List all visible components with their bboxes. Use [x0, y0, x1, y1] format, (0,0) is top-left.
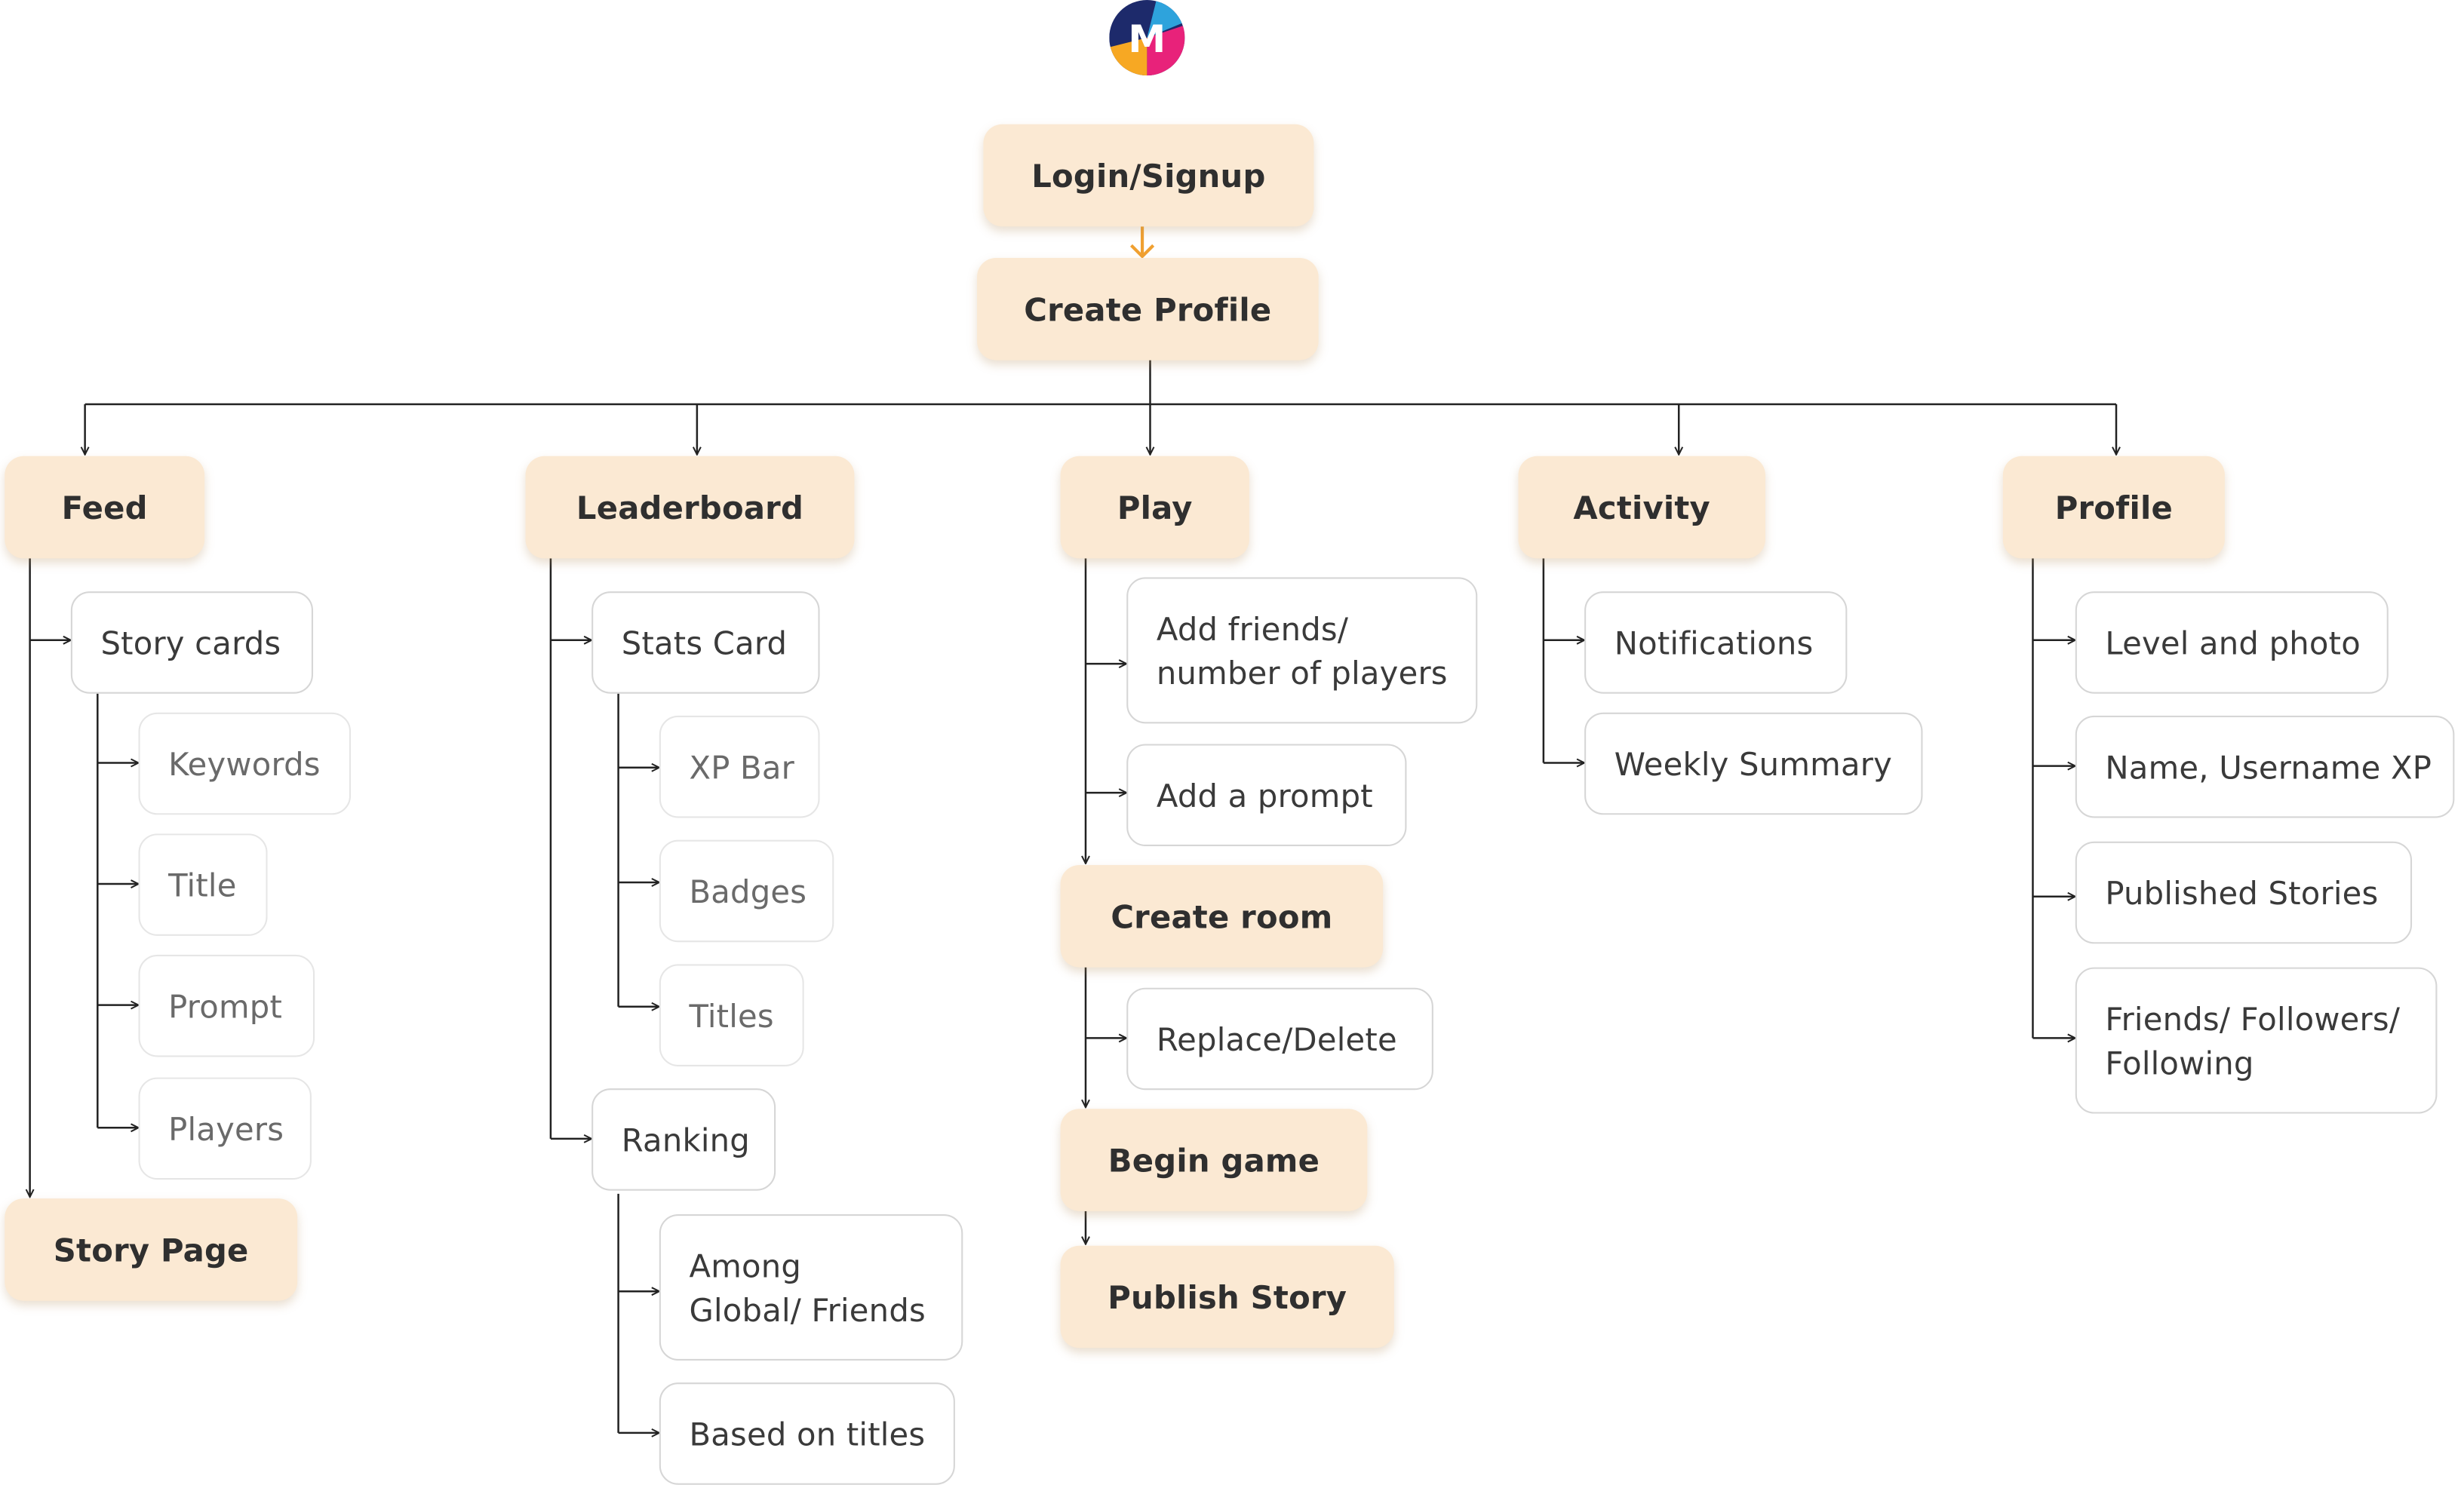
node-add-prompt: Add a prompt [1126, 744, 1407, 846]
node-add-friends: Add friends/ number of players [1126, 577, 1478, 724]
node-story-cards: Story cards [70, 591, 314, 694]
node-play: Play [1060, 456, 1249, 559]
node-activity: Activity [1518, 456, 1765, 559]
node-create-profile: Create Profile [977, 258, 1319, 361]
node-publish-story: Publish Story [1060, 1245, 1394, 1348]
node-leaderboard: Leaderboard [525, 456, 855, 559]
node-among-global-friends: Among Global/ Friends [659, 1214, 963, 1361]
node-published-stories: Published Stories [2075, 841, 2413, 944]
node-ranking: Ranking [591, 1088, 776, 1191]
node-badges: Badges [659, 839, 834, 943]
node-profile: Profile [2002, 456, 2225, 559]
node-create-room: Create room [1060, 865, 1384, 968]
node-titles: Titles [659, 964, 804, 1066]
node-story-page: Story Page [5, 1198, 298, 1301]
app-logo: M [1109, 0, 1185, 76]
node-weekly-summary: Weekly Summary [1584, 712, 1923, 815]
node-level-and-photo: Level and photo [2075, 591, 2389, 694]
node-replace-delete: Replace/Delete [1126, 987, 1433, 1091]
node-friends-followers-following: Friends/ Followers/ Following [2075, 967, 2438, 1114]
node-players: Players [138, 1077, 312, 1180]
node-stats-card: Stats Card [591, 591, 820, 694]
node-feed: Feed [5, 456, 205, 559]
node-title: Title [138, 833, 268, 936]
node-login-signup: Login/Signup [983, 124, 1314, 227]
node-prompt: Prompt [138, 954, 315, 1057]
node-xp-bar: XP Bar [659, 715, 820, 818]
node-name-username-xp: Name, Username XP [2075, 715, 2455, 818]
node-begin-game: Begin game [1060, 1109, 1368, 1211]
node-notifications: Notifications [1584, 591, 1848, 694]
node-based-on-titles: Based on titles [659, 1382, 955, 1485]
svg-text:M: M [1128, 17, 1166, 61]
node-keywords: Keywords [138, 712, 352, 815]
